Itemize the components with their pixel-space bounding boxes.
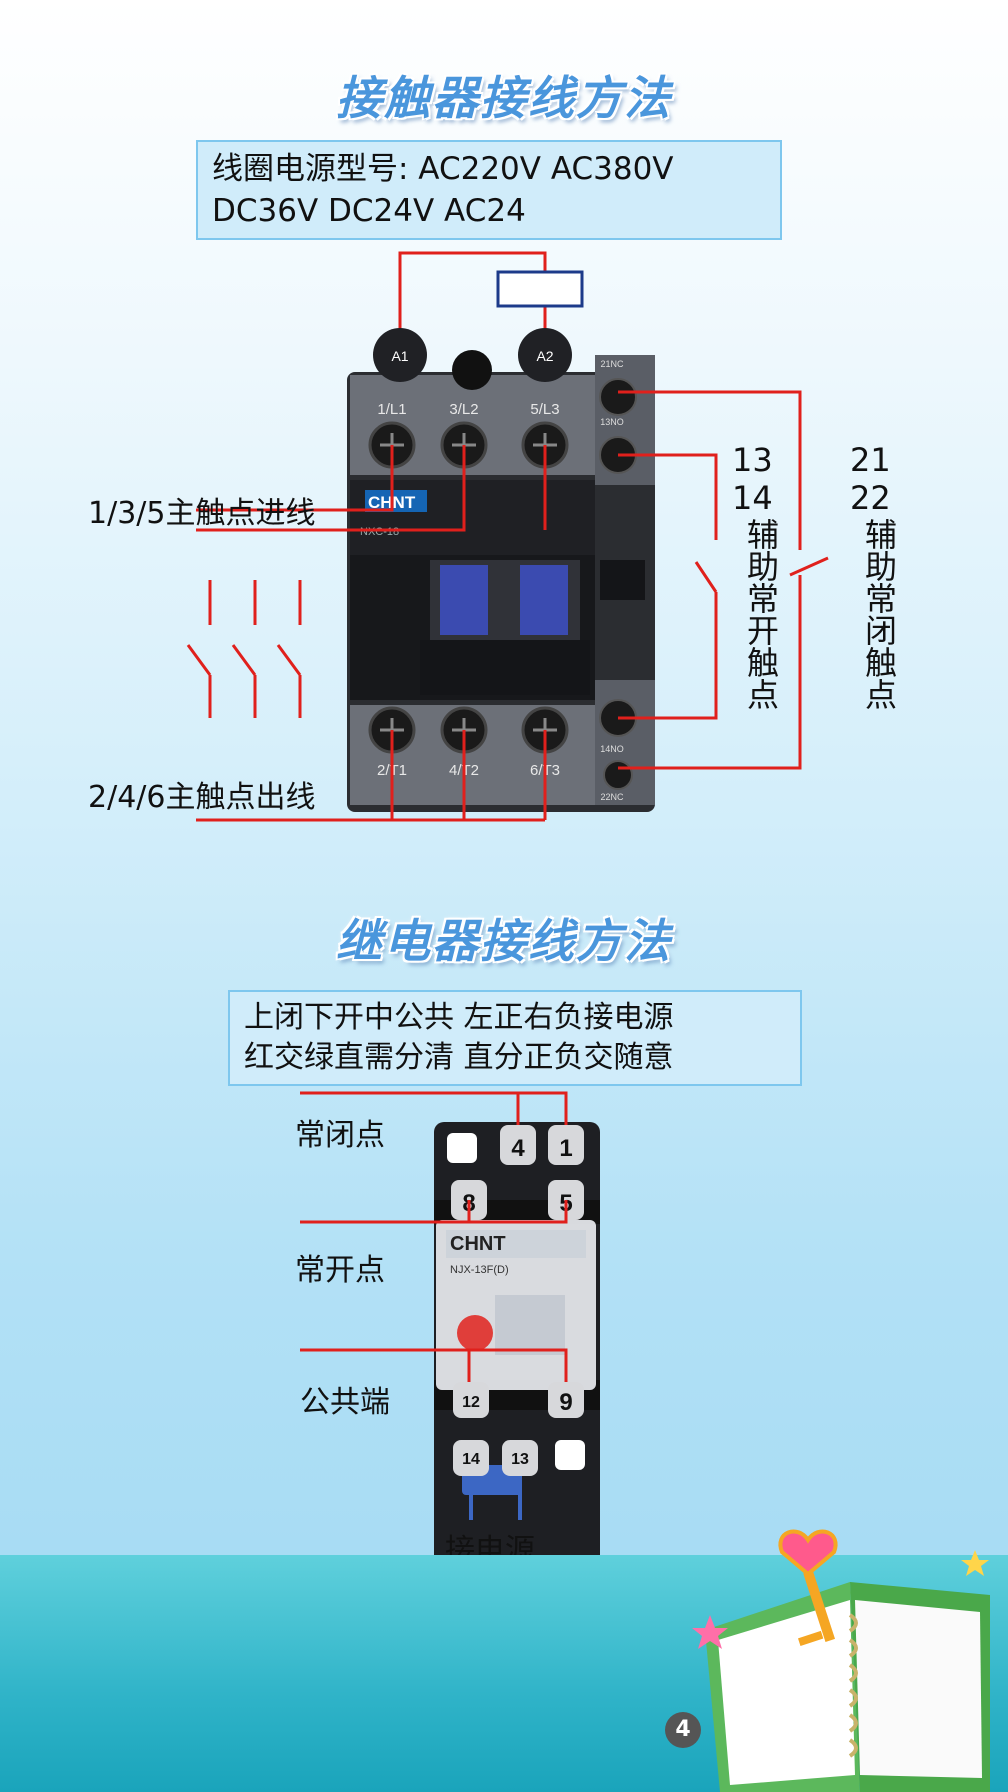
- aux-nc-number-21: 21: [850, 441, 891, 479]
- bottom-main-terminals: 2/T1 4/T2 6/T3: [368, 706, 569, 779]
- relay-terminal-1: 1: [559, 1135, 572, 1162]
- relay-terminal-4: 4: [511, 1135, 525, 1162]
- relay-rhyme-line1: 上闭下开中公共 左正右负接电源: [244, 1000, 674, 1035]
- coil-symbol: [496, 270, 584, 308]
- aux-no-number-13: 13: [732, 441, 773, 479]
- aux-22nc-label: 22NC: [600, 792, 624, 802]
- terminal-a2: A2: [518, 328, 572, 382]
- coil-spec-box: 线圈电源型号: AC220V AC380V DC36V DC24V AC24: [196, 140, 782, 240]
- coil-spec-line2: DC36V DC24V AC24: [212, 193, 526, 229]
- terminal-5-l3-label: 5/L3: [530, 401, 559, 418]
- main-contact-input-label: 1/3/5主触点进线: [88, 496, 316, 531]
- page-number-badge: 4: [665, 1712, 701, 1748]
- terminal-a1-label: A1: [391, 348, 408, 364]
- coil-spec-line1: 线圈电源型号: AC220V AC380V: [212, 151, 674, 187]
- aux-21nc-label: 21NC: [600, 359, 624, 369]
- contactor-title: 接触器接线方法: [336, 71, 672, 125]
- relay-title: 继电器接线方法: [336, 914, 672, 968]
- aux-no-number-14: 14: [732, 479, 773, 517]
- relay-wires: [300, 1091, 568, 1382]
- contactor-wires: [196, 390, 829, 822]
- terminal-a2-label: A2: [536, 348, 553, 364]
- power-wires: [469, 1476, 522, 1520]
- star-icon: [961, 1550, 989, 1576]
- relay-diagram: CHNT NJX-13F(D) 4 1 8 5 12 9 14 13: [300, 1091, 600, 1570]
- relay-rhyme-line2: 红交绿直需分清 直分正负交随意: [244, 1040, 674, 1075]
- relay-no-label: 常开点: [295, 1253, 385, 1288]
- terminal-3-l2-label: 3/L2: [449, 401, 478, 418]
- aux-nc-number-22: 22: [850, 479, 891, 517]
- relay-model: NJX-13F(D): [450, 1264, 509, 1276]
- relay-nc-label: 常闭点: [295, 1118, 385, 1153]
- relay-terminal-12: 12: [462, 1394, 480, 1411]
- terminal-1-l1-label: 1/L1: [377, 401, 406, 418]
- aux-nc-label: 辅助常闭触点: [860, 518, 898, 710]
- three-pole-switch-symbol: [186, 580, 302, 718]
- aux-no-label: 辅助常开触点: [742, 518, 780, 710]
- contactor-model: NXC-18: [360, 526, 399, 538]
- relay-terminals: 4 1 8 5 12 9 14 13: [451, 1125, 584, 1476]
- terminal-a1: A1: [373, 328, 427, 382]
- relay-brand: CHNT: [450, 1233, 506, 1255]
- contactor-diagram: CHNT NXC-18 A1 A2 1/L1 3/L2 5/L3 2/T1 4/…: [186, 251, 829, 822]
- relay-common-label: 公共端: [300, 1385, 390, 1420]
- relay-rhyme-box: 上闭下开中公共 左正右负接电源 红交绿直需分清 直分正负交随意: [228, 990, 802, 1086]
- relay-terminal-14: 14: [462, 1451, 480, 1468]
- aux-13no-label: 13NO: [600, 417, 624, 427]
- open-book-decoration: [692, 1529, 990, 1792]
- star-icon: [692, 1615, 728, 1649]
- top-main-terminals: 1/L1 3/L2 5/L3: [368, 401, 569, 469]
- screw-hole: [452, 350, 492, 390]
- heart-key-icon: [778, 1529, 838, 1646]
- main-contact-output-label: 2/4/6主触点出线: [88, 780, 316, 815]
- relay-terminal-13: 13: [511, 1451, 529, 1468]
- aux-14no-label: 14NO: [600, 744, 624, 754]
- relay-terminal-9: 9: [559, 1389, 572, 1416]
